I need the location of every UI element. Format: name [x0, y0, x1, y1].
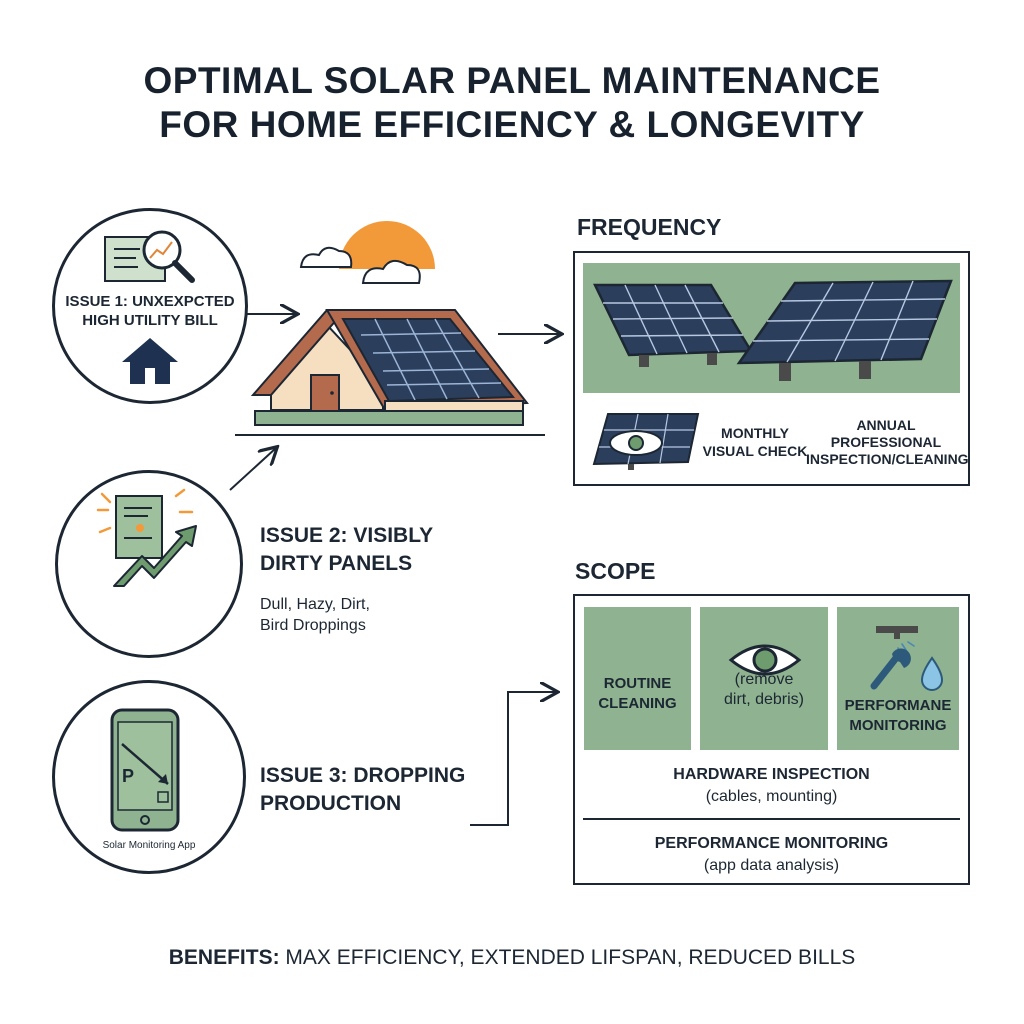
- issue-2-desc-line-1: Dull, Hazy, Dirt,: [260, 596, 370, 613]
- hardware-inspection-sub: (cables, mounting): [705, 788, 838, 805]
- annual-label-line-1: ANNUAL: [856, 417, 916, 433]
- scope-tile-routine-cleaning: [584, 607, 691, 750]
- monthly-label-line-2: VISUAL CHECK: [702, 443, 808, 459]
- annual-label-line-3: INSPECTION/CLEANING: [806, 451, 969, 467]
- routine-cleaning-line-1: ROUTINE: [603, 675, 672, 692]
- issue-3-label-line-1: ISSUE 3: DROPPING: [260, 764, 466, 787]
- issue-2-label-line-1: ISSUE 2: VISIBLY: [260, 524, 434, 547]
- hardware-inspection-title: HARDWARE INSPECTION: [673, 766, 870, 783]
- bill-magnifier-icon: [104, 230, 195, 283]
- scope-title: SCOPE: [575, 558, 656, 584]
- remove-debris-line-2: dirt, debris): [723, 691, 805, 708]
- eye-icon: [728, 644, 802, 676]
- report-chart-icon: [96, 488, 197, 587]
- house-icon: [122, 338, 178, 384]
- annual-label-line-2: PROFESSIONAL: [830, 434, 942, 450]
- wrench-water-icon: [870, 626, 944, 691]
- scope-divider: [583, 818, 960, 820]
- issue-2-desc-line-2: Bird Droppings: [260, 617, 366, 634]
- frequency-title: FREQUENCY: [577, 214, 722, 240]
- performance-monitoring-title: PERFORMANCE MONITORING: [654, 835, 889, 852]
- issue-3-label-line-2: PRODUCTION: [260, 792, 402, 815]
- performance-monitoring-sub: (app data analysis): [703, 857, 840, 874]
- performane-label-line-1: PERFORMANE: [844, 697, 952, 714]
- performane-label-line-2: MONITORING: [849, 717, 947, 734]
- scope-tile-remove-debris: [700, 607, 828, 750]
- page-title-line-1: OPTIMAL SOLAR PANEL MAINTENANCE: [143, 60, 881, 101]
- issue-1-label-line-1: ISSUE 1: UNXEXPCTED: [65, 293, 235, 310]
- solar-monitoring-app-label: Solar Monitoring App: [102, 840, 196, 851]
- remove-debris-line-1: (remove: [734, 671, 794, 688]
- issue-1-label-line-2: HIGH UTILITY BILL: [82, 312, 218, 329]
- benefits-text: MAX EFFICIENCY, EXTENDED LIFSPAN, REDUCE…: [279, 946, 856, 969]
- monthly-label-line-1: MONTHLY: [721, 425, 789, 441]
- phone-app-letter: P: [122, 766, 135, 786]
- phone-app-icon: [110, 708, 180, 832]
- solar-panels-illustration: [593, 279, 953, 381]
- benefits-label: BENEFITS:: [168, 946, 280, 969]
- page-title-line-2: FOR HOME EFFICIENCY & LONGEVITY: [159, 104, 865, 145]
- routine-cleaning-line-2: CLEANING: [598, 695, 677, 712]
- house-illustration: [235, 221, 545, 436]
- benefits-line: BENEFITS: MAX EFFICIENCY, EXTENDED LIFSP…: [0, 946, 1024, 970]
- panel-eye-icon: [592, 413, 700, 470]
- issue-2-label-line-2: DIRTY PANELS: [260, 552, 413, 575]
